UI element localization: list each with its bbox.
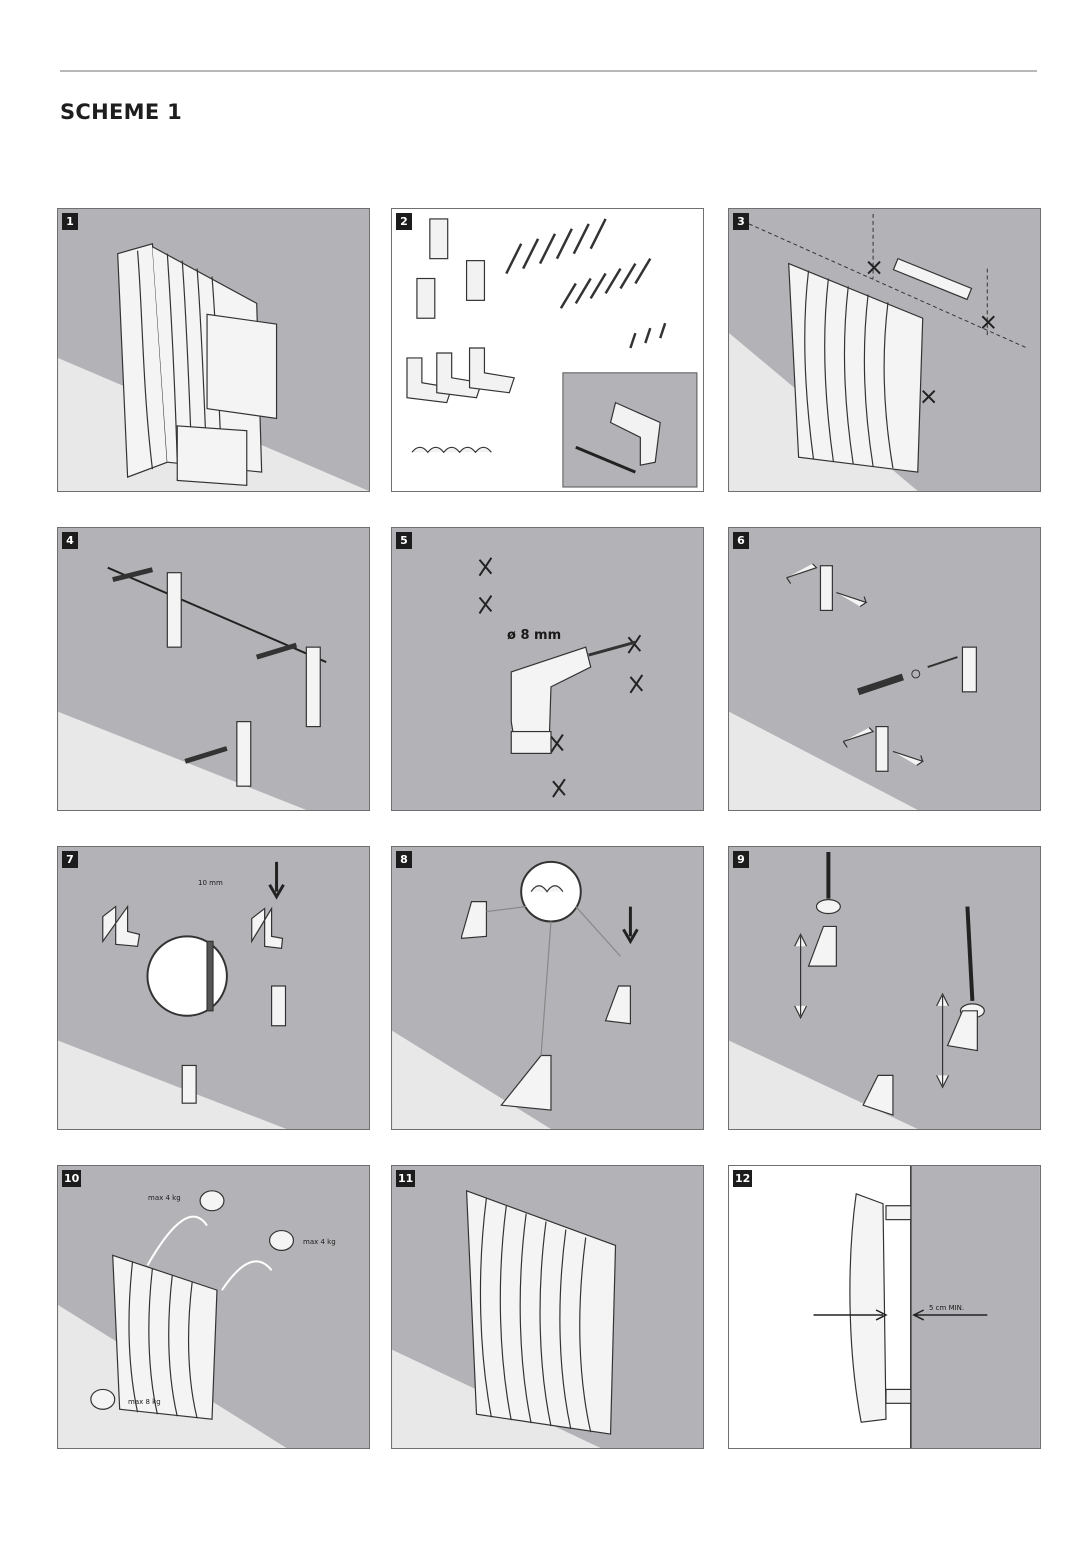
packaged-radiator-illustration [58, 209, 369, 491]
weight-label-top: max 4 kg [148, 1194, 181, 1202]
step-number: 7 [62, 851, 78, 868]
bracket-placement-illustration [58, 528, 369, 810]
step-9-panel: 9 [728, 846, 1041, 1130]
hang-radiator-illustration [58, 1166, 369, 1448]
step-5-panel: ø 8 mm 5 [391, 527, 704, 811]
screw-brackets-illustration [729, 528, 1040, 810]
adjust-brackets-illustration [729, 847, 1040, 1129]
step-4-panel: 4 [57, 527, 370, 811]
step-6-panel: 6 [728, 527, 1041, 811]
step-number: 12 [733, 1170, 752, 1187]
installed-radiator-illustration [392, 1166, 703, 1448]
page-title: SCHEME 1 [60, 100, 182, 124]
step-number: 1 [62, 213, 78, 230]
drill-size-label: ø 8 mm [507, 628, 561, 643]
spacing-label: 10 mm [198, 879, 223, 887]
step-number: 11 [396, 1170, 415, 1187]
wall-clearance-illustration [729, 1166, 1040, 1448]
step-7-panel: 10 mm 7 [57, 846, 370, 1130]
step-number: 10 [62, 1170, 81, 1187]
marking-positions-illustration [729, 209, 1040, 491]
clip-fitting-illustration [392, 847, 703, 1129]
step-number: 3 [733, 213, 749, 230]
step-10-panel: max 4 kg max 4 kg max 8 kg 10 [57, 1165, 370, 1449]
step-number: 8 [396, 851, 412, 868]
step-number: 9 [733, 851, 749, 868]
step-number: 4 [62, 532, 78, 549]
weight-label-right: max 4 kg [303, 1238, 336, 1246]
weight-label-bottom: max 8 kg [128, 1398, 161, 1406]
drilling-illustration [392, 528, 703, 810]
kit-contents-illustration [392, 209, 703, 491]
clearance-label: 5 cm MIN. [929, 1304, 964, 1312]
step-3-panel: 3 [728, 208, 1041, 492]
step-8-panel: 8 [391, 846, 704, 1130]
step-number: 5 [396, 532, 412, 549]
header-rule [60, 70, 1037, 72]
bottom-bracket-spacing-illustration [58, 847, 369, 1129]
step-11-panel: 11 [391, 1165, 704, 1449]
step-number: 6 [733, 532, 749, 549]
step-2-panel: 2 [391, 208, 704, 492]
step-12-panel: 5 cm MIN. 12 [728, 1165, 1041, 1449]
step-number: 2 [396, 213, 412, 230]
step-1-panel: 1 [57, 208, 370, 492]
